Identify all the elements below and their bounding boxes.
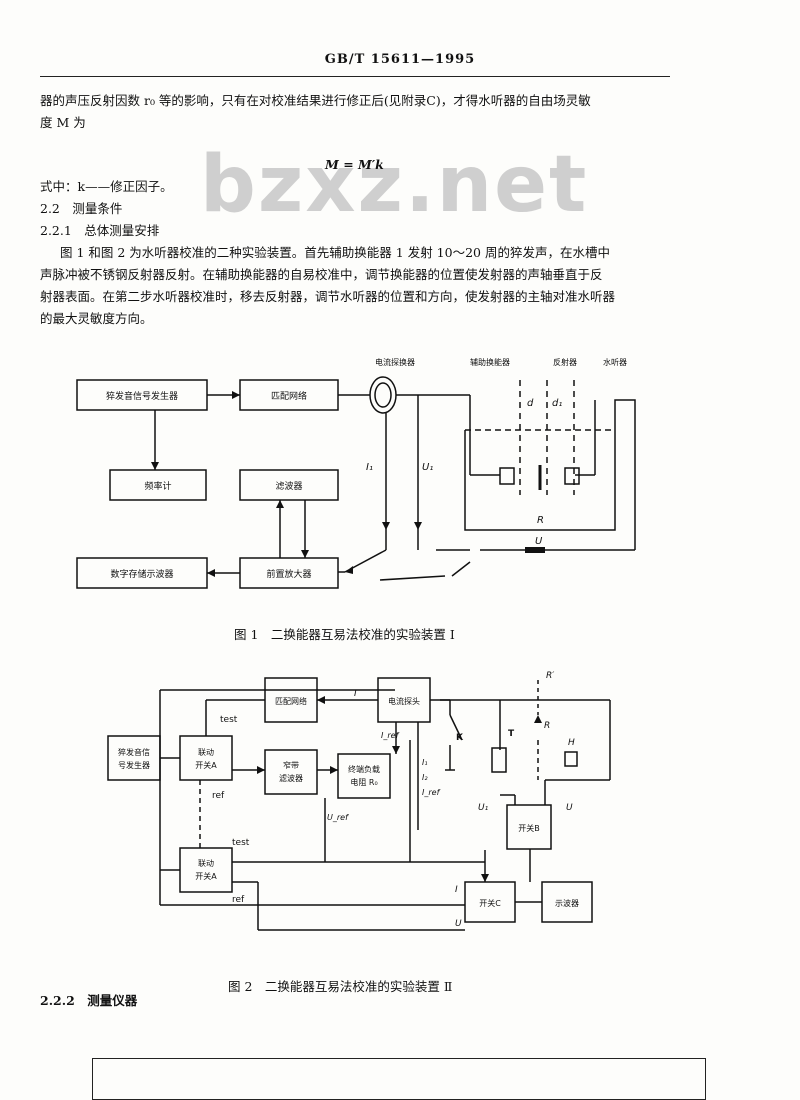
fig1-preamplifier: 前置放大器 [266, 568, 311, 580]
fig2-load-line2: 电阻 R₀ [350, 777, 377, 787]
paragraph-line-4: 的最大灵敏度方向。 [40, 311, 153, 326]
header-rule [40, 76, 670, 77]
fig2-matching-network: 匹配网络 [275, 696, 307, 706]
fig2-Uref: U_ref [327, 813, 349, 822]
fig1-U1: U₁ [422, 462, 433, 473]
fig2-switch-a2-line1: 联动 [198, 858, 214, 868]
body-line-1: 器的声压反射因数 r₀ 等的影响，只有在对校准结果进行修正后(见附录C)，才得水… [40, 93, 591, 108]
fig2-Uc: U [455, 919, 462, 929]
fig2-Iref: I_ref [381, 731, 400, 740]
fig2-U: U [566, 803, 573, 813]
fig2-Iref2: I_ref [422, 788, 441, 797]
fig1-U: U [535, 536, 543, 547]
fig2-test-1: test [220, 715, 238, 725]
fig1-aux-label: 辅助换能器 [470, 357, 510, 367]
formula: M = M′k [325, 157, 384, 172]
fig2-current-probe: 电流探头 [388, 696, 420, 706]
fig2-I: I [354, 689, 357, 699]
figure-2-caption: 图 2 二换能器互易法校准的实验装置 Ⅱ [228, 979, 453, 994]
fig1-d: d [527, 398, 534, 409]
fig2-R: R [544, 721, 550, 731]
body-line-2: 度 M 为 [40, 115, 86, 130]
figure-1-diagram: 猝发音信号发生器 匹配网络 频率计 滤波器 数字存储示波器 前置放大器 电流探换… [76, 357, 636, 589]
fig1-oscilloscope: 数字存储示波器 [110, 568, 173, 580]
figure-1-caption: 图 1 二换能器互易法校准的实验装置 I [234, 627, 455, 642]
fig2-Rp: R′ [546, 671, 554, 681]
fig2-H: H [568, 738, 575, 748]
fig2-K: K [456, 733, 464, 743]
fig2-filter-line2: 滤波器 [279, 773, 303, 783]
figure-2-diagram: 猝发音信 号发生器 联动 开关A 匹配网络 电流探头 窄带 滤波器 终端负载 电… [107, 671, 611, 931]
fig2-burst-gen-line1: 猝发音信 [118, 747, 150, 757]
fig2-switch-a1-line2: 开关A [195, 760, 217, 770]
formula-where: 式中：k——修正因子。 [40, 179, 173, 194]
fig1-hydrophone-label: 水听器 [603, 357, 627, 367]
fig2-ref-2: ref [232, 895, 245, 905]
paragraph-line-3: 射器表面。在第二步水听器校准时，移去反射器，调节水听器的位置和方向，使发射器的主… [40, 289, 616, 304]
fig2-test-2: test [232, 838, 250, 848]
section-2-2-1: 2.2.1 总体测量安排 [40, 223, 160, 238]
section-2-2: 2.2 测量条件 [40, 201, 123, 216]
fig1-filter: 滤波器 [275, 480, 302, 492]
fig2-filter-line1: 窄带 [283, 760, 299, 770]
paragraph-line-2: 声脉冲被不锈钢反射器反射。在辅助换能器的自易校准中，调节换能器的位置使发射器的声… [40, 267, 603, 282]
watermark: bzxz.net [200, 140, 589, 230]
fig1-burst-generator: 猝发音信号发生器 [106, 390, 178, 402]
fig1-probe-label: 电流探换器 [375, 357, 415, 367]
fig2-I1: I₁ [422, 758, 428, 767]
fig2-I2: I₂ [422, 773, 428, 782]
fig2-switch-c: 开关C [479, 898, 501, 908]
footer-box [92, 1058, 706, 1100]
fig2-load-line1: 终端负载 [348, 764, 380, 774]
paragraph-line-1: 图 1 和图 2 为水听器校准的二种实验装置。首先辅助换能器 1 发射 10～2… [60, 245, 610, 260]
section-2-2-2: 2.2.2 测量仪器 [40, 993, 138, 1008]
fig2-switch-a2-line2: 开关A [195, 871, 217, 881]
fig2-switch-a1-line1: 联动 [198, 747, 214, 757]
fig2-ref-1: ref [212, 791, 225, 801]
fig2-Ic: I [455, 885, 458, 895]
fig1-matching-network: 匹配网络 [271, 390, 307, 402]
fig2-oscilloscope: 示波器 [555, 898, 579, 908]
fig1-frequency-counter: 频率计 [144, 480, 171, 492]
fig1-I1: I₁ [366, 462, 373, 473]
fig2-switch-b: 开关B [518, 823, 540, 833]
fig2-burst-gen-line2: 号发生器 [118, 760, 150, 770]
standard-number: GB/T 15611—1995 [324, 52, 476, 67]
fig1-d1: d₁ [552, 398, 562, 409]
fig1-reflector-label: 反射器 [553, 357, 577, 367]
fig1-R: R [537, 515, 544, 526]
fig2-U1: U₁ [478, 803, 489, 813]
fig2-T: T [508, 729, 515, 739]
